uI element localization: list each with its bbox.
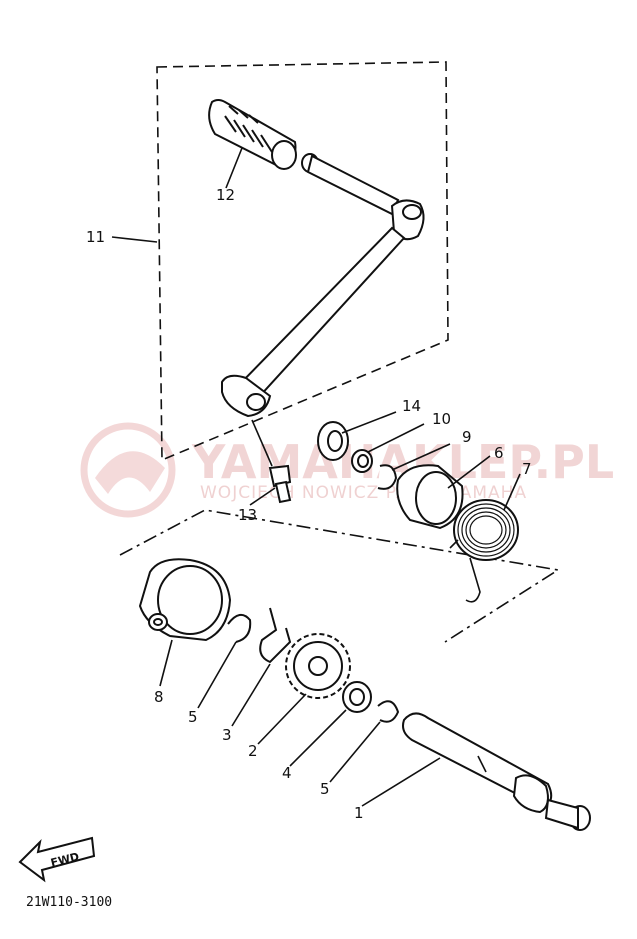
callout-14: 14 [402, 397, 421, 415]
callout-11: 11 [86, 228, 105, 246]
torsion-spring [449, 499, 519, 603]
washer-small [351, 449, 373, 473]
kick-axle-group-box [119, 509, 561, 643]
callout-7: 7 [522, 460, 532, 478]
watermark: YAMAHAKLEP.PL WOJCIECH NOWICZ PARTS YAMA… [80, 422, 614, 518]
callout-13: 13 [238, 506, 257, 524]
callout-12: 12 [216, 186, 235, 204]
callout-1: 1 [354, 804, 364, 822]
fwd-arrow-icon: FWD [18, 836, 96, 883]
callout-2: 2 [248, 742, 258, 760]
kick-axle [402, 712, 591, 831]
kick-guide [138, 558, 232, 642]
diagram-code: 21W110-3100 [26, 895, 112, 910]
oil-seal [317, 421, 349, 461]
callout-8: 8 [154, 688, 164, 706]
kick-crank [221, 153, 425, 418]
circlip-right [377, 700, 400, 723]
callouts: 11 12 13 14 10 9 6 7 8 5 3 2 4 5 1 [86, 186, 532, 822]
callout-5-right: 5 [320, 780, 330, 798]
kick-gear [285, 633, 351, 699]
callout-4: 4 [282, 764, 292, 782]
callout-6: 6 [494, 444, 504, 462]
leader-lines [111, 147, 521, 807]
callout-3: 3 [222, 726, 232, 744]
callout-9: 9 [462, 428, 472, 446]
circlip-left [227, 613, 252, 643]
kick-grip [208, 99, 297, 170]
callout-10: 10 [432, 410, 451, 428]
kick-lever-assembly-box [156, 61, 449, 462]
spring-cover [396, 464, 464, 530]
bolt [251, 419, 292, 504]
callout-5-left: 5 [188, 708, 198, 726]
kick-clip [259, 607, 292, 664]
circlip-upper [377, 464, 398, 490]
washer-large [342, 681, 372, 713]
